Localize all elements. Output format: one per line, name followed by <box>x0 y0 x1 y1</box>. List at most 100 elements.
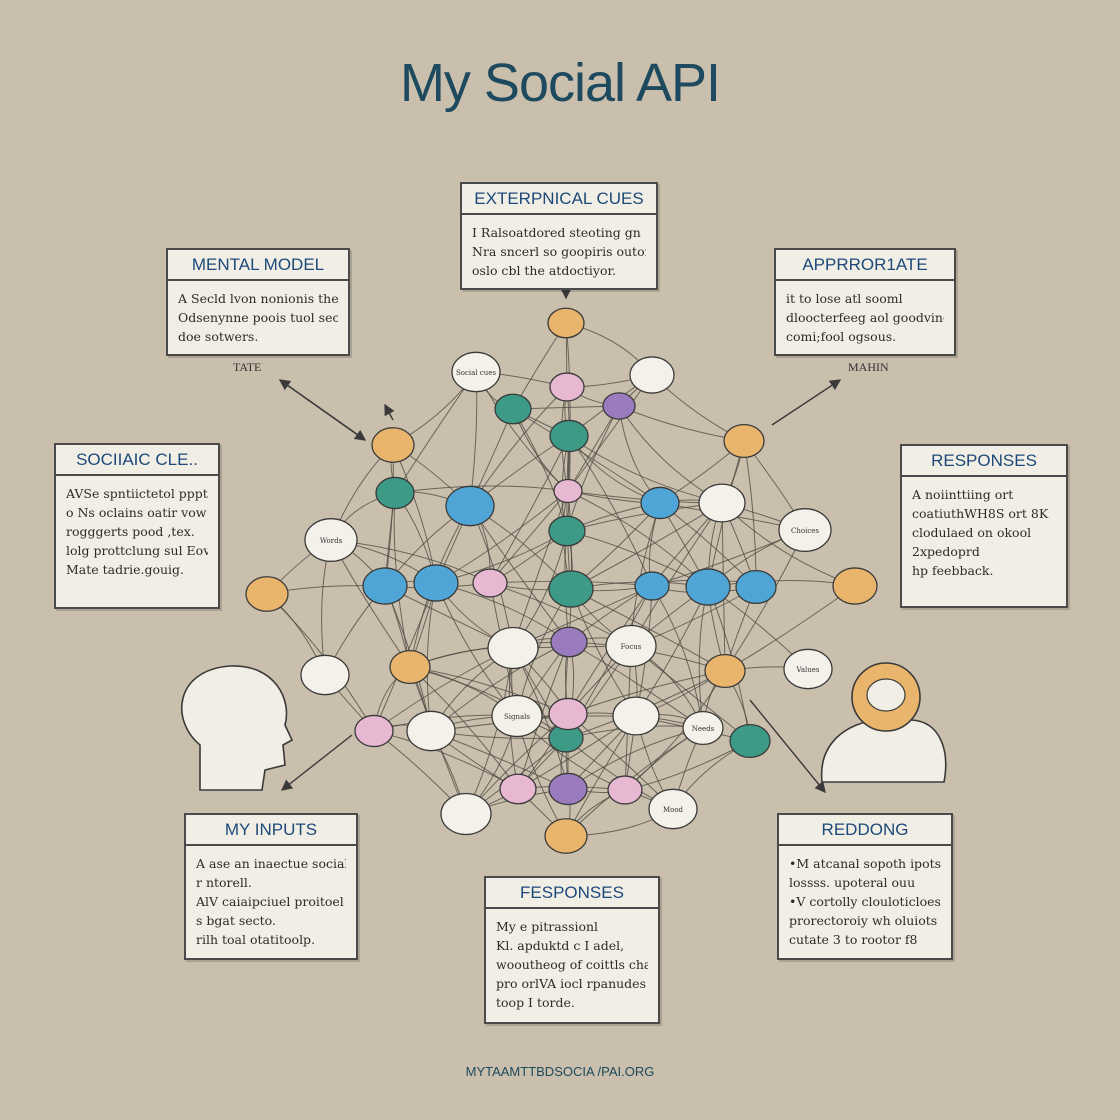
box-heading: SOCIIAIC CLE.. <box>56 445 218 476</box>
node-label: Choices <box>791 527 819 535</box>
network-node-purple <box>548 772 588 806</box>
network-node-white <box>783 648 833 690</box>
arrow <box>771 379 842 426</box>
network-edge <box>624 740 751 791</box>
box-line: coatiuthWH8S ort 8K <box>912 506 1049 521</box>
box-line: Mate tadrie.gouig. <box>66 562 185 577</box>
network-edge <box>567 490 573 643</box>
box-line: dloocterfeeg aol goodving <box>786 310 944 325</box>
person-face-icon <box>866 678 906 712</box>
network-node-white <box>300 654 350 696</box>
network-node-blue <box>413 564 459 602</box>
network-node-purple <box>602 392 636 420</box>
network-node-orange <box>245 576 289 612</box>
box-line: I Ralsoatdored steoting gn <box>472 225 641 240</box>
box-heading: FESPONSES <box>486 878 658 909</box>
node-label: Mood <box>663 806 684 814</box>
network-node-teal <box>494 393 532 425</box>
network-node-teal <box>548 570 594 608</box>
network-edge <box>392 444 437 584</box>
box-line: •M atcanal sopoth ipots <box>789 856 941 871</box>
box-redding: REDDONG •M atcanal sopoth ipots lossss. u… <box>777 813 953 960</box>
network-node-teal <box>548 515 586 547</box>
network-edge <box>426 582 437 732</box>
network-node-orange <box>389 649 431 685</box>
network-node-white <box>698 483 746 523</box>
network-node-pink <box>548 697 588 731</box>
arrow <box>280 734 353 791</box>
network-node-teal <box>729 723 771 759</box>
box-social-cues: SOCIIAIC CLE.. AVSe spntiictetol pppt o N… <box>54 443 220 609</box>
network-node-white <box>605 624 657 668</box>
label-left: TATE <box>233 360 262 374</box>
network-node-white <box>682 710 724 746</box>
network-node-white <box>304 518 358 562</box>
box-line: cutate 3 to rootor f8 <box>789 932 918 947</box>
box-heading: EXTERPNICAL CUES <box>462 184 656 215</box>
network-node-orange <box>544 818 588 854</box>
box-line: lolg prottclung sul Eove <box>66 543 208 558</box>
head-silhouette-icon <box>180 665 294 791</box>
network-node-white <box>648 788 698 830</box>
network-node-pink <box>549 372 585 402</box>
network-edge <box>651 585 704 729</box>
network-node-white <box>629 356 675 394</box>
network-edge <box>567 490 709 588</box>
box-line: rogggerts pood ,tex. <box>66 524 195 539</box>
box-heading: MY INPUTS <box>186 815 356 846</box>
box-line: wooutheog of coittls charting <box>496 957 648 972</box>
box-line: prorectoroiy wh oluiots <box>789 913 938 928</box>
box-line: comi;fool ogsous. <box>786 329 897 344</box>
node-label: Focus <box>621 643 642 651</box>
box-line: s bgat secto. <box>196 913 276 928</box>
network-node-blue <box>685 568 731 606</box>
network-edge <box>568 435 653 587</box>
box-line: My e pitrassionl <box>496 919 599 934</box>
arrow <box>749 699 826 794</box>
box-line: rilh toal otatitoolp. <box>196 932 316 947</box>
network-node-pink <box>553 478 583 504</box>
box-line: o Ns oclains oatir vow <box>66 505 207 520</box>
network-node-white <box>440 792 492 836</box>
box-line: AlV caiaipciuel proitoel <box>196 894 344 909</box>
network-node-orange <box>371 427 415 463</box>
box-heading: RESPONSES <box>902 446 1066 477</box>
box-line: r ntorell. <box>196 875 252 890</box>
box-external-cues: EXTERPNICAL CUES I Ralsoatdored steoting… <box>460 182 658 290</box>
box-heading: REDDONG <box>779 815 951 846</box>
box-line: Odsenynne poois tuol secl <box>178 310 338 325</box>
footer-url: MYTAAMTTBDSOCIA /PAI.ORG <box>465 1064 655 1079</box>
network-node-orange <box>704 653 746 689</box>
network-node-purple <box>550 626 588 658</box>
box-line: 2xpedoprd <box>912 544 980 559</box>
box-line: lossss. upoteral ouu <box>789 875 916 890</box>
box-line: hp feebback. <box>912 563 994 578</box>
network-node-white <box>778 508 832 552</box>
box-line: toop I torde. <box>496 995 575 1010</box>
network-node-pink <box>607 775 643 805</box>
box-line: A ase an inaectue social <box>196 856 346 871</box>
box-line: AVSe spntiictetol pppt <box>66 486 208 501</box>
network-node-orange <box>547 307 585 339</box>
box-line: A Secld lvon nonionis thes <box>178 291 338 306</box>
node-label: Social cues <box>456 369 496 377</box>
page-title: My Social API <box>399 53 721 113</box>
node-label: Words <box>320 537 343 545</box>
label-right: MAHIN <box>848 360 889 374</box>
network-node-white <box>612 696 660 736</box>
network-node-white <box>451 351 501 393</box>
box-my-inputs: MY INPUTS A ase an inaectue social r ntor… <box>184 813 358 960</box>
network-node-teal <box>375 476 415 510</box>
network-node-pink <box>499 773 537 805</box>
box-line: •V cortolly clouloticloes ead <box>789 894 941 909</box>
arrow <box>384 403 395 421</box>
network-edge <box>489 435 570 584</box>
network-edge <box>566 386 571 532</box>
network-node-pink <box>472 568 508 598</box>
box-heading: MENTAL MODEL <box>168 250 348 281</box>
box-line: A noiinttiing ort <box>912 487 1014 502</box>
